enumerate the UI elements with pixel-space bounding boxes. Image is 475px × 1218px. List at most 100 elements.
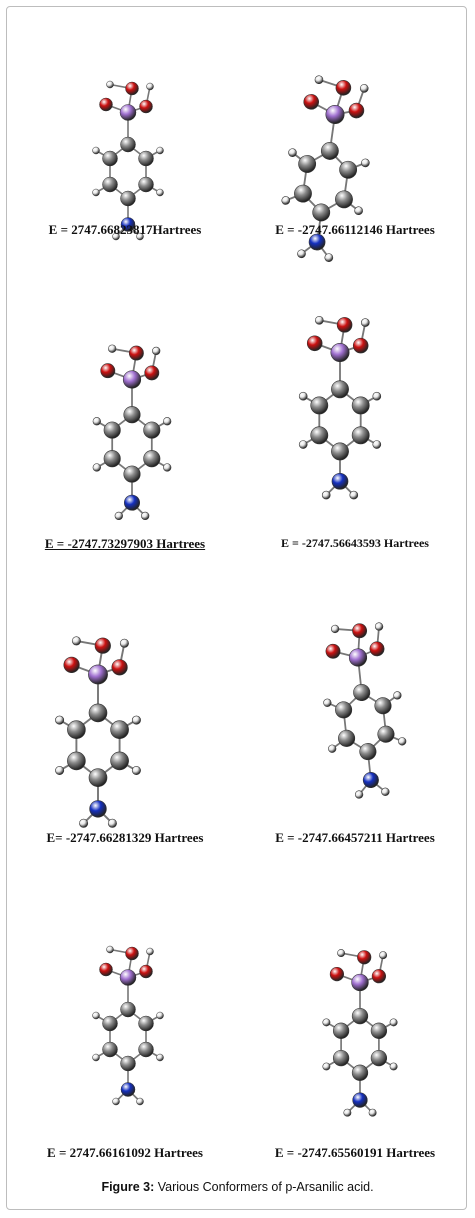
hydrogen-atom (288, 148, 297, 157)
hydrogen-atom (108, 344, 117, 353)
oxygen-atom (352, 623, 368, 639)
nitrogen-atom (331, 472, 349, 490)
molecule-1-image (92, 80, 164, 241)
oxygen-atom (99, 962, 113, 977)
oxygen-atom (100, 363, 116, 379)
oxygen-atom (94, 637, 111, 654)
oxygen-atom (125, 81, 139, 96)
carbon-atom (353, 683, 371, 702)
oxygen-atom (128, 345, 144, 361)
conformer-2: E = -2747.66112146 Hartrees (240, 20, 470, 310)
energy-label-7: E = 2747.66161092 Hartrees (47, 1145, 203, 1160)
carbon-atom (351, 396, 370, 415)
hydrogen-atom (322, 1062, 331, 1071)
energy-label-8: E = -2747.65560191 Hartrees (274, 1145, 436, 1160)
oxygen-atom (125, 946, 139, 961)
hydrogen-atom (297, 249, 306, 259)
hydrogen-atom (112, 232, 120, 241)
hydrogen-atom (379, 951, 388, 960)
carbon-atom (310, 426, 329, 445)
nitrogen-atom (352, 1092, 368, 1108)
hydrogen-atom (114, 511, 123, 521)
hydrogen-atom (79, 818, 89, 828)
nitrogen-atom (89, 800, 107, 818)
hydrogen-atom (92, 463, 101, 472)
carbon-atom (320, 142, 339, 160)
carbon-atom (110, 720, 129, 740)
carbon-atom (331, 380, 349, 399)
hydrogen-atom (328, 744, 337, 753)
arsenic-atom (122, 370, 142, 389)
carbon-atom (67, 720, 86, 740)
hydrogen-atom (55, 766, 65, 776)
carbon-atom (335, 190, 353, 209)
energy-label-4: E = -2747.56643593 Hartrees (281, 536, 429, 550)
molecule-5-image (55, 636, 141, 828)
hydrogen-atom (323, 698, 332, 707)
conformer-1: E = 2747.66823817Hartrees (10, 20, 240, 310)
hydrogen-atom (321, 490, 331, 500)
hydrogen-atom (92, 1053, 100, 1062)
carbon-atom (120, 136, 136, 153)
carbon-atom (120, 190, 136, 207)
carbon-atom (351, 426, 370, 445)
carbon-atom (123, 406, 141, 424)
conformer-3: E = -2747.73297903 Hartrees (10, 310, 240, 600)
carbon-atom (67, 751, 86, 771)
arsenic-atom (330, 343, 350, 362)
molecule-6-image (323, 622, 407, 799)
energy-label-2: E = -2747.66112146 Hartrees (275, 222, 435, 237)
arsenic-atom (119, 104, 137, 121)
hydrogen-atom (152, 346, 161, 356)
carbon-atom (294, 184, 312, 203)
molecule-3-image (92, 344, 172, 521)
carbon-atom (138, 176, 154, 193)
figure-frame (6, 6, 467, 1210)
hydrogen-atom (337, 949, 346, 958)
carbon-atom (338, 729, 356, 747)
carbon-atom (120, 1001, 136, 1018)
carbon-atom (120, 1055, 136, 1072)
carbon-atom (310, 396, 329, 415)
carbon-atom (312, 203, 331, 222)
molecule-7-image (92, 945, 164, 1106)
hydrogen-atom (146, 82, 154, 91)
hydrogen-atom (354, 206, 363, 216)
nitrogen-atom (120, 1082, 136, 1097)
hydrogen-atom (393, 691, 402, 700)
hydrogen-atom (107, 818, 117, 828)
hydrogen-atom (349, 490, 359, 500)
carbon-atom (123, 465, 141, 483)
oxygen-atom (357, 950, 372, 965)
carbon-atom (370, 1049, 388, 1067)
carbon-atom (143, 421, 161, 439)
carbon-atom (351, 1007, 369, 1025)
hydrogen-atom (322, 1018, 331, 1027)
oxygen-atom (371, 969, 386, 984)
carbon-atom (110, 751, 129, 771)
carbon-atom (138, 1015, 154, 1032)
oxygen-atom (63, 656, 80, 673)
carbon-atom (102, 150, 118, 167)
oxygen-atom (99, 97, 113, 112)
oxygen-atom (369, 641, 385, 657)
nitrogen-atom (362, 772, 379, 789)
hydrogen-atom (389, 1062, 398, 1071)
caption-label: Figure 3: (101, 1180, 155, 1194)
hydrogen-atom (374, 622, 384, 631)
carbon-atom (351, 1064, 369, 1081)
molecule-4-image (298, 315, 382, 500)
oxygen-atom (144, 365, 160, 381)
carbon-atom (88, 768, 108, 788)
arsenic-atom (119, 969, 137, 986)
carbon-atom (377, 725, 395, 743)
hydrogen-atom (298, 391, 308, 401)
carbon-atom (138, 150, 154, 167)
hydrogen-atom (131, 766, 141, 776)
carbon-atom (374, 697, 392, 715)
carbon-atom (103, 450, 121, 468)
hydrogen-atom (55, 715, 65, 725)
molecule-2-image (281, 75, 370, 262)
carbon-atom (370, 1022, 388, 1039)
oxygen-atom (111, 659, 128, 676)
